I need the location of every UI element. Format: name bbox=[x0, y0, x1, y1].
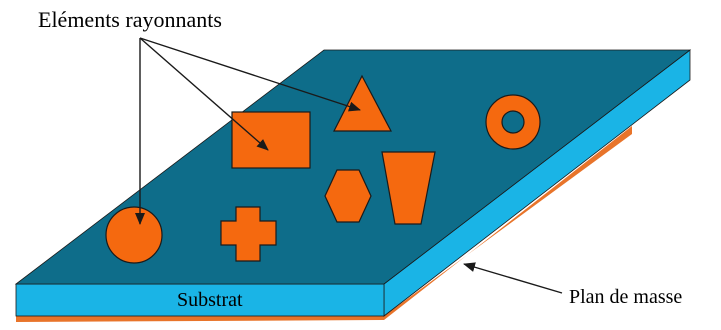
label-substrate: Substrat bbox=[177, 289, 243, 311]
ring-patch bbox=[485, 94, 541, 150]
arrow-to-triangle bbox=[139, 37, 361, 112]
arrow-to-ground-plane bbox=[463, 262, 563, 294]
hexagonal-patch bbox=[324, 169, 372, 223]
rectangular-patch bbox=[231, 111, 311, 169]
label-ground-plane: Plan de masse bbox=[569, 286, 682, 308]
arrow-to-rectangle bbox=[139, 37, 269, 151]
trapezoid-patch bbox=[381, 151, 436, 225]
substrate-front-face bbox=[15, 283, 385, 317]
cross-patch bbox=[220, 206, 277, 262]
ground-plane bbox=[16, 126, 632, 322]
label-radiating-elements: Eléments rayonnants bbox=[38, 7, 222, 32]
circular-patch bbox=[105, 206, 163, 264]
